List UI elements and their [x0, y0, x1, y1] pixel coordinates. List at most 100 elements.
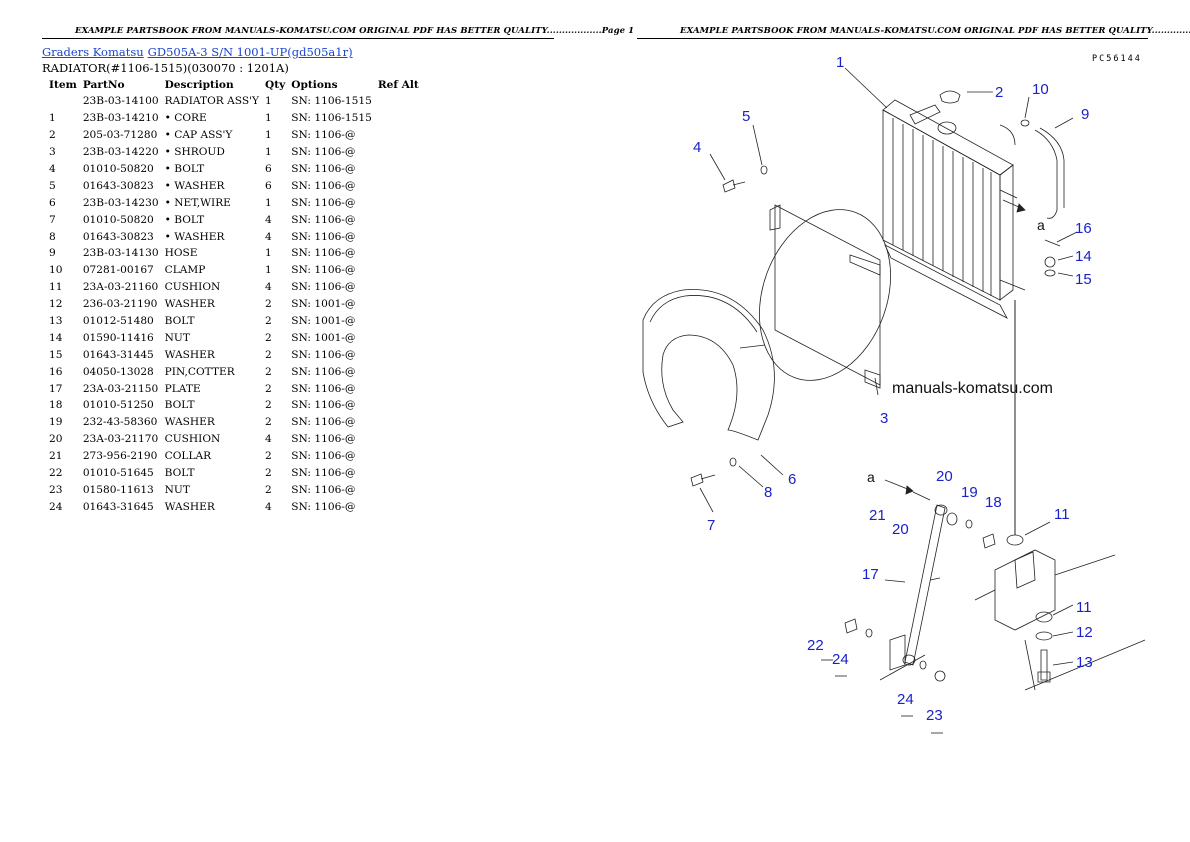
cell-item: 23 [49, 483, 63, 496]
cell-item: 14 [49, 331, 63, 344]
callout-3: 3 [880, 410, 888, 427]
cell-refalt [375, 262, 422, 279]
cell-options: SN: 1106-@ [291, 500, 356, 513]
cell-description: COLLAR [164, 450, 212, 463]
nut-23-drawing [934, 670, 946, 682]
cell-options: SN: 1106-@ [291, 230, 356, 243]
cell-item: 10 [49, 264, 63, 277]
cell-options: SN: 1106-@ [291, 213, 356, 226]
breadcrumb-link-graders[interactable]: Graders Komatsu [42, 45, 144, 59]
cell-refalt [375, 211, 422, 228]
cell-item: 5 [49, 179, 56, 192]
cell-item: 12 [49, 298, 63, 311]
cell-qty: 4 [264, 213, 272, 226]
cell-options: SN: 1106-@ [291, 281, 356, 294]
cushion-11-drawing [1006, 534, 1053, 623]
cell-qty: 4 [264, 433, 272, 446]
cell-description: • SHROUD [164, 146, 225, 159]
column-header-partno: PartNo [82, 78, 125, 91]
cell-item: 15 [49, 348, 63, 361]
table-header-row: Item PartNo Description Qty Options Ref … [46, 76, 422, 93]
cell-options: SN: 1106-@ [291, 433, 356, 446]
callout-1: 1 [836, 54, 844, 71]
frame-mount-drawing [974, 549, 1146, 691]
cell-item: 6 [49, 196, 56, 209]
washer-15-drawing [1044, 269, 1056, 277]
cell-qty: 1 [264, 196, 272, 209]
cell-qty: 6 [264, 163, 272, 175]
cell-options: SN: 1106-1515 [291, 95, 372, 108]
callout-9: 9 [1081, 106, 1089, 123]
cell-description: • CAP ASS'Y [164, 129, 233, 142]
cell-options: SN: 1106-@ [291, 129, 356, 142]
radiator-core-drawing [882, 99, 1026, 319]
bracket-lower-drawing [879, 634, 926, 681]
cell-refalt [375, 144, 422, 161]
washer-8-drawing [729, 457, 737, 467]
page-2: EXAMPLE PARTSBOOK FROM MANUALS-KOMATSU.C… [595, 0, 1190, 842]
cell-qty: 6 [264, 179, 272, 192]
callout-24-right: 24 [897, 691, 914, 708]
cell-item: 7 [49, 213, 56, 226]
cell-qty: 1 [264, 264, 272, 277]
cell-qty: 2 [264, 348, 272, 361]
callout-4: 4 [693, 139, 701, 156]
callout-17: 17 [862, 566, 879, 583]
cell-options: SN: 1001-@ [291, 331, 356, 344]
exploded-parts-diagram: 1 2 3 4 5 6 7 8 9 10 11 11 12 13 14 15 1… [642, 54, 1146, 734]
view-letter-upper: a [1037, 217, 1045, 233]
cell-refalt [375, 414, 422, 431]
cell-refalt [375, 363, 422, 380]
bolt-13-drawing [1037, 649, 1051, 683]
cell-description: CUSHION [164, 281, 221, 294]
bolt-7-drawing [690, 473, 716, 487]
breadcrumb-link-model[interactable]: GD505A-3 S/N 1001-UP(gd505a1r) [147, 45, 353, 59]
callout-12: 12 [1076, 624, 1093, 641]
cell-refalt [375, 296, 422, 313]
cell-options: SN: 1106-@ [291, 348, 356, 361]
callout-8: 8 [764, 484, 772, 501]
cell-qty: 1 [264, 95, 272, 108]
cell-item [46, 93, 80, 110]
collar-21-drawing [912, 491, 931, 501]
column-header-qty: Qty [264, 78, 286, 91]
cell-refalt [375, 93, 422, 110]
washer-24-drawing [865, 628, 927, 670]
cell-qty: 2 [264, 399, 272, 412]
cell-options: SN: 1106-1515 [291, 112, 372, 125]
cell-qty: 4 [264, 281, 272, 294]
parts-table: Item PartNo Description Qty Options Ref … [46, 76, 422, 515]
cell-options: SN: 1106-@ [291, 483, 356, 496]
cell-description: PLATE [164, 382, 201, 395]
cell-description: RADIATOR ASS'Y [164, 95, 259, 108]
cell-item: 1 [49, 112, 56, 125]
cell-description: WASHER [164, 416, 215, 429]
cell-item: 24 [49, 500, 63, 513]
column-header-refalt: Ref Alt [377, 78, 419, 91]
cell-partno: 01010-50820 [82, 213, 154, 226]
callout-numbers: 1 2 3 4 5 6 7 8 9 10 11 11 12 13 14 15 1… [693, 54, 1093, 724]
callout-20-lower: 20 [892, 521, 909, 538]
shroud-drawing [759, 204, 891, 389]
callout-15: 15 [1075, 271, 1092, 288]
cushion-20-drawing [946, 512, 958, 526]
washer-12-drawing [1035, 631, 1053, 641]
plate-17-drawing [902, 504, 948, 666]
cell-description: BOLT [164, 399, 195, 412]
view-letter-lower: a [867, 469, 875, 485]
cell-item: 21 [49, 450, 63, 463]
hose-drawing [999, 119, 1065, 219]
cell-item: 2 [49, 129, 56, 142]
page-1: EXAMPLE PARTSBOOK FROM MANUALS-KOMATSU.C… [42, 26, 634, 515]
